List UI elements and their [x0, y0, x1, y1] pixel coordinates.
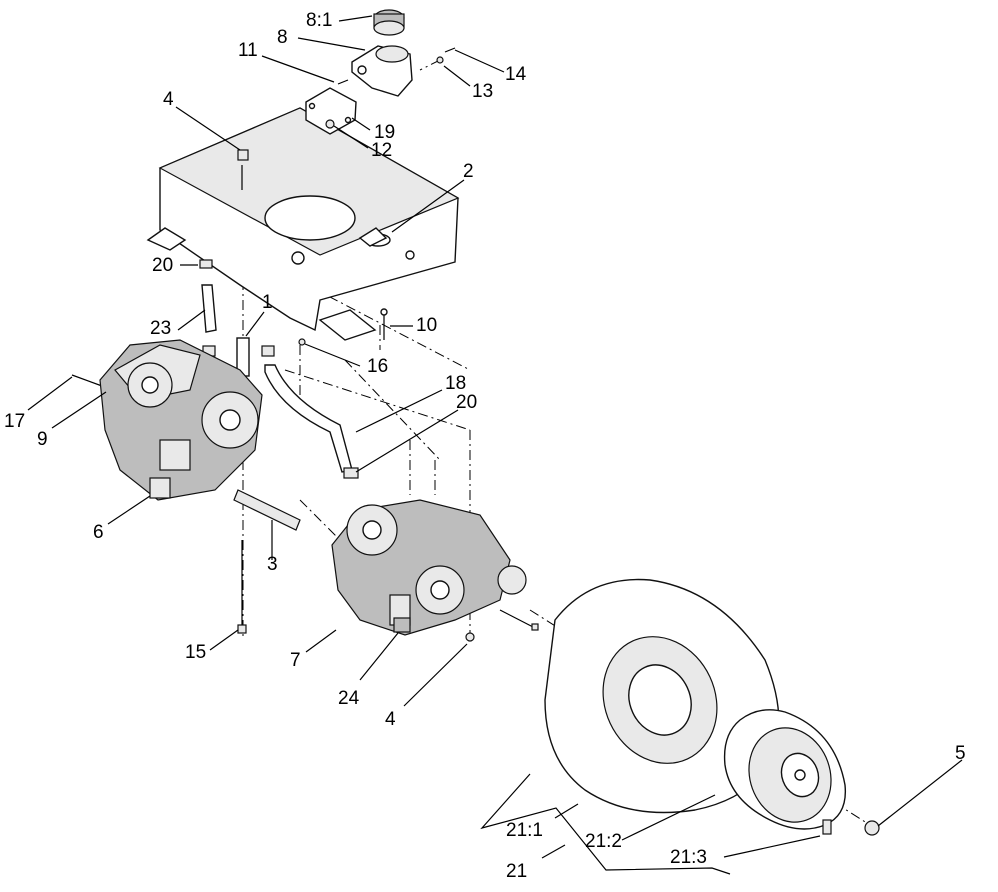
callout-8-1: 8:1: [306, 10, 333, 31]
callout-16: 16: [367, 356, 389, 377]
callout-9: 9: [37, 429, 48, 450]
callout-6: 6: [93, 522, 104, 543]
callout-21-3: 21:3: [670, 847, 707, 868]
callout-23: 23: [150, 318, 172, 339]
callout-7: 7: [290, 650, 301, 671]
callout-10: 10: [416, 315, 438, 336]
callout-21-1: 21:1: [506, 820, 543, 841]
frame-plate: [146, 107, 460, 341]
reservoir-assembly: [351, 9, 413, 97]
callout-21: 21: [506, 861, 528, 882]
callout-24: 24: [338, 688, 360, 709]
transaxle-left: [99, 339, 263, 501]
callout-19: 19: [374, 122, 396, 143]
callout-2: 2: [463, 161, 474, 182]
callout-4-top: 4: [163, 89, 174, 110]
callout-20-mid: 20: [456, 392, 478, 413]
callout-12: 12: [371, 140, 393, 161]
transaxle-right: [331, 499, 539, 636]
wheel-assembly: [544, 578, 880, 836]
leader-lines: [27, 15, 963, 875]
callout-1: 1: [262, 292, 273, 313]
callout-13: 13: [472, 81, 494, 102]
callout-14: 14: [505, 64, 527, 85]
callout-3: 3: [267, 554, 278, 575]
callout-15: 15: [185, 642, 207, 663]
callout-11: 11: [238, 40, 258, 61]
callout-20-top: 20: [152, 255, 174, 276]
callout-17: 17: [4, 411, 26, 432]
callout-18: 18: [445, 373, 467, 394]
callout-4-bottom: 4: [385, 709, 396, 730]
fasteners: [71, 47, 475, 642]
callout-21-2: 21:2: [585, 831, 622, 852]
callout-5: 5: [955, 743, 966, 764]
bracket-19: [305, 87, 357, 135]
callout-8: 8: [277, 27, 288, 48]
